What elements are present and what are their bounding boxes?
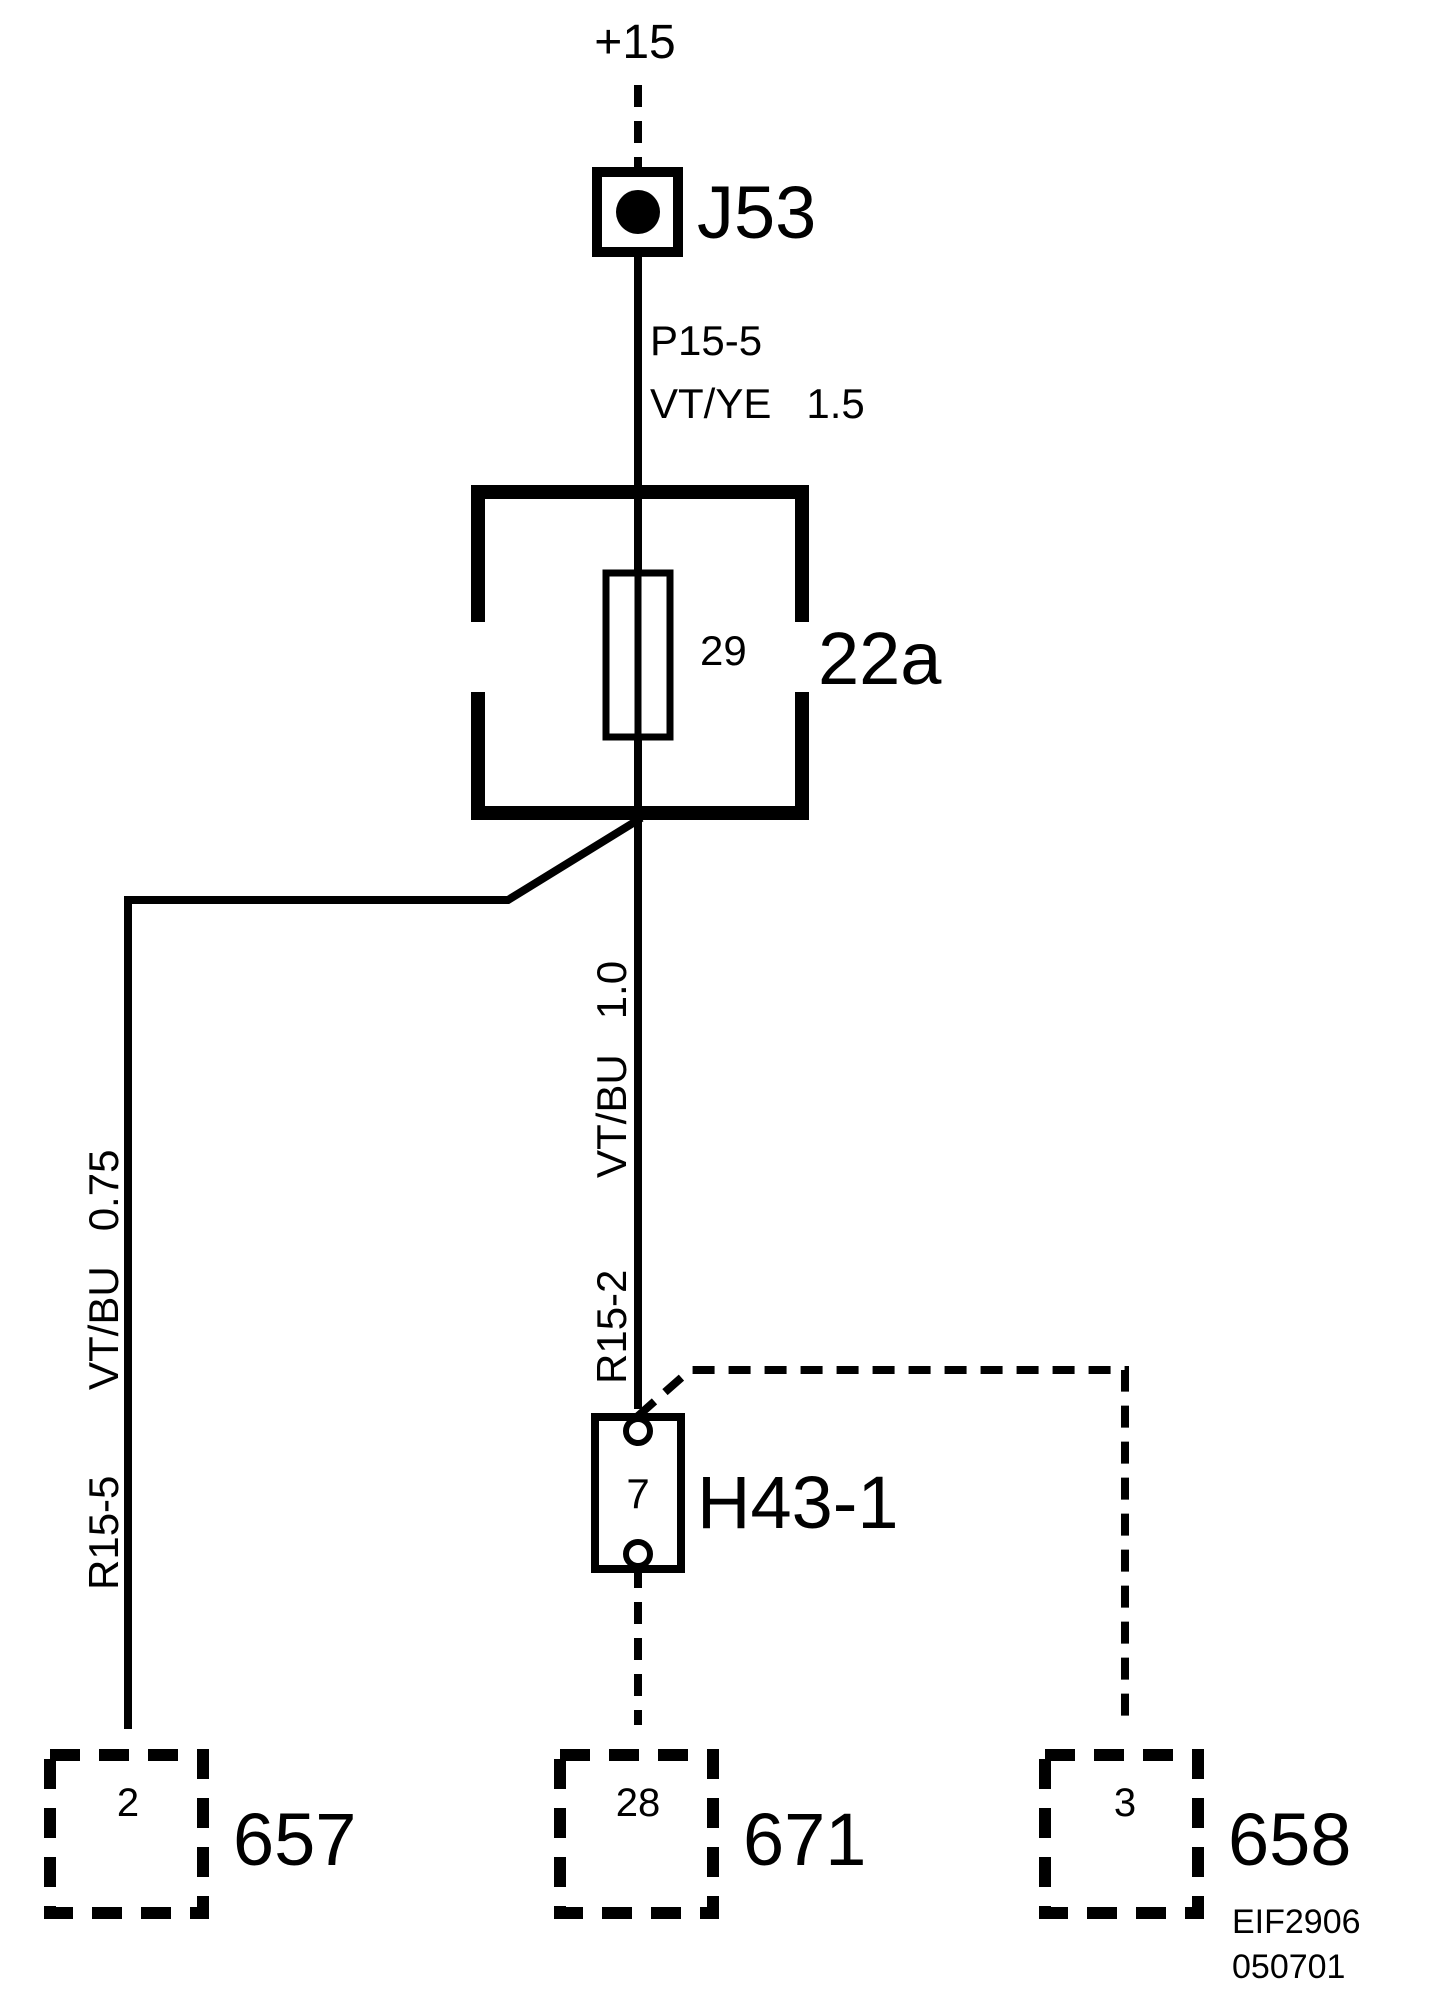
h43-terminal-top	[623, 1416, 653, 1446]
module-671-label: 671	[743, 1798, 866, 1881]
j53-label: J53	[697, 171, 816, 254]
module-657-pin: 2	[117, 1781, 139, 1825]
wire-left-spec: VT/BU 0.75	[80, 1150, 127, 1390]
module-658-label: 658	[1228, 1798, 1351, 1881]
module-658-pin: 3	[1114, 1781, 1136, 1825]
module-657-label: 657	[233, 1798, 356, 1881]
h43-terminal-bottom	[623, 1539, 653, 1569]
wire-top-spec: VT/YE 1.5	[650, 380, 865, 427]
module-671-pin: 28	[616, 1781, 661, 1825]
wire-r15-5	[124, 814, 644, 1729]
module-658-box	[1039, 1749, 1204, 1919]
footer-code: EIF2906	[1232, 1903, 1361, 1941]
h43-label: H43-1	[697, 1461, 899, 1544]
j53-terminal-dot	[616, 190, 660, 234]
wire-top-id: P15-5	[650, 317, 762, 364]
dashed-wire-to-658	[635, 1366, 1129, 1725]
footer-date: 050701	[1232, 1948, 1345, 1986]
supply-label: +15	[594, 16, 675, 69]
fuse-number: 29	[700, 627, 747, 674]
module-657-box	[44, 1749, 209, 1919]
wire-left-id: R15-5	[80, 1476, 127, 1590]
h43-pin: 7	[626, 1470, 649, 1517]
module-671-box	[554, 1749, 719, 1919]
wire-center-spec: VT/BU 1.0	[588, 961, 635, 1178]
fuse-box-label: 22a	[818, 617, 942, 700]
wire-center-id: R15-2	[588, 1270, 635, 1384]
